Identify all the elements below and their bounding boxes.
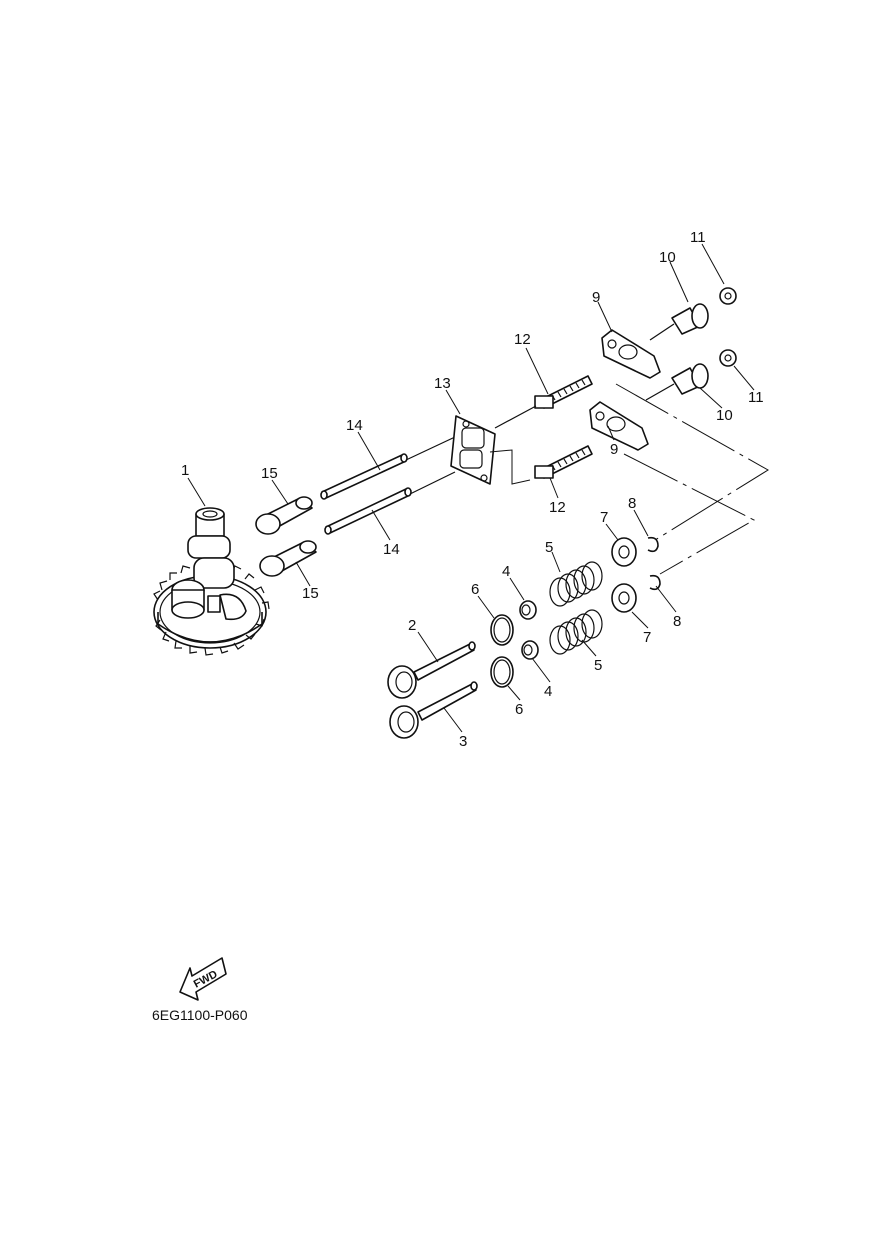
callout-13: 13 [434,375,451,392]
leader-lines [187,243,755,733]
tappets [255,496,317,577]
callout-7-upper: 7 [600,509,608,526]
callout-labels: 1 2 3 4 4 5 5 6 6 7 7 8 8 9 9 10 10 11 1… [181,229,764,750]
fwd-arrow-icon: FWD [179,957,227,1001]
callout-5-upper: 5 [545,539,553,556]
callout-10-lower: 10 [716,407,733,424]
callout-11-lower: 11 [748,389,764,406]
pivots-and-nuts [645,287,737,401]
callout-7-lower: 7 [643,629,651,646]
callout-6-lower: 6 [515,701,523,718]
assembly-lines [615,383,769,575]
callout-11-upper: 11 [690,229,706,246]
valve-seals [519,600,539,660]
callout-8-upper: 8 [628,495,636,512]
callout-12-lower: 12 [549,499,566,516]
callout-4-upper: 4 [502,563,510,580]
callout-12-upper: 12 [514,331,531,348]
retainers [611,536,661,613]
callout-3: 3 [459,733,467,750]
callout-14-lower: 14 [383,541,400,558]
camshaft-gear [153,507,270,656]
fwd-label: FWD [192,968,220,990]
callout-15-upper: 15 [261,465,278,482]
push-rods [320,436,456,535]
callout-4-lower: 4 [544,683,552,700]
callout-6-upper: 6 [471,581,479,598]
washers [490,614,514,688]
valve-springs [549,561,603,655]
callout-5-lower: 5 [594,657,602,674]
valves [387,641,478,739]
callout-2: 2 [408,617,416,634]
guide-plate [450,415,531,485]
callout-14-upper: 14 [346,417,363,434]
callout-10-upper: 10 [659,249,676,266]
diagram-code: 6EG1100-P060 [152,1007,248,1023]
callout-9-lower: 9 [610,441,618,458]
studs [494,375,593,479]
callout-8-lower: 8 [673,613,681,630]
callout-1: 1 [181,462,189,479]
callout-9-upper: 9 [592,289,600,306]
rocker-arms [589,329,661,451]
callout-15-lower: 15 [302,585,319,602]
